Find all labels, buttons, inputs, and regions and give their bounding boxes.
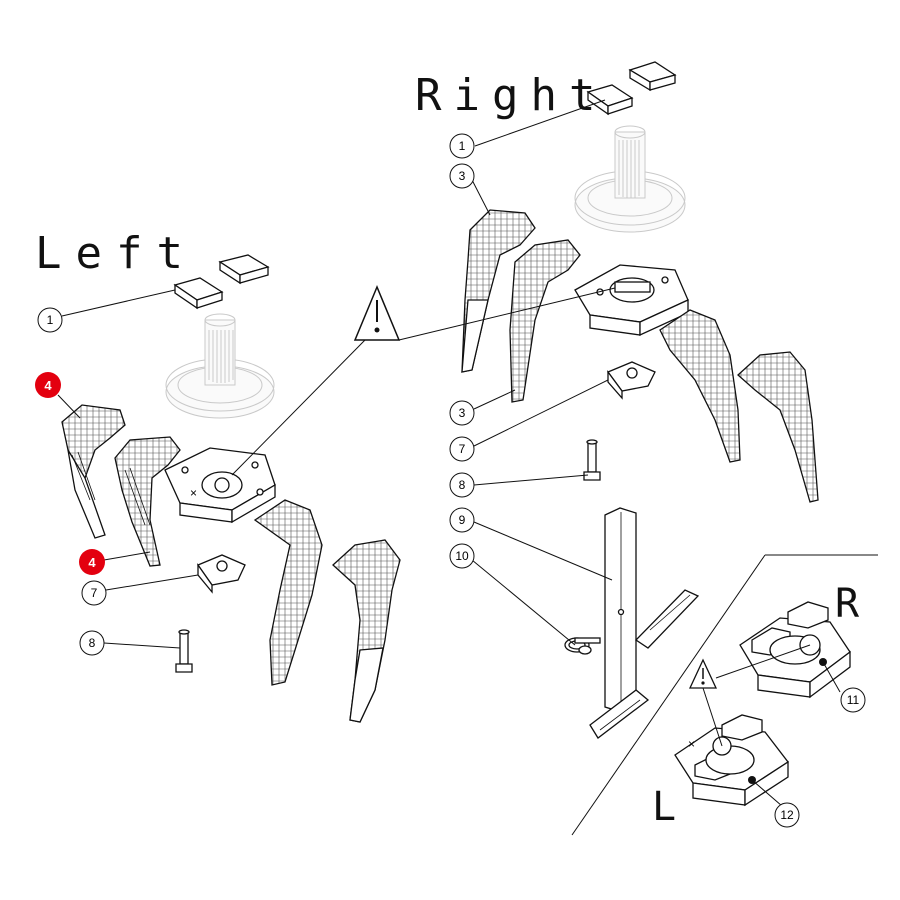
left-tine-4b: [114, 436, 181, 567]
left-side-label: Left: [35, 228, 197, 279]
right-side-label: Right: [415, 70, 607, 121]
svg-text:7: 7: [91, 586, 98, 600]
inset-left-plate-12: ×: [674, 714, 789, 807]
svg-text:12: 12: [780, 808, 794, 822]
callout-right-3a: 3: [449, 163, 475, 189]
pin-part-10: [564, 637, 601, 655]
left-tine-large-a: [253, 499, 323, 686]
svg-text:4: 4: [44, 378, 52, 393]
svg-text:8: 8: [89, 636, 96, 650]
svg-text:1: 1: [47, 313, 54, 327]
left-block-parts-1: [173, 254, 270, 310]
svg-text:9: 9: [459, 513, 466, 527]
callout-left-4b-highlight: 4: [79, 549, 105, 575]
svg-text:×: ×: [688, 737, 695, 751]
svg-text:3: 3: [459, 406, 466, 420]
right-tine-3b: [509, 239, 581, 403]
callout-left-4a-highlight: 4: [35, 372, 61, 398]
right-tine-3a: [461, 209, 536, 373]
svg-text:7: 7: [459, 442, 466, 456]
callout-left-8: 8: [79, 630, 105, 656]
callout-stand-9: 9: [449, 507, 475, 533]
inset-divider: [571, 554, 878, 836]
callout-left-1: 1: [37, 307, 63, 333]
svg-text:1: 1: [459, 139, 466, 153]
right-tine-large-b: [737, 351, 819, 503]
right-tine-large-a: [659, 309, 741, 463]
left-mount-plate: ×: [164, 447, 276, 524]
callout-right-1: 1: [449, 133, 475, 159]
inset-left-label: L: [652, 784, 676, 830]
right-shoe-part-7: [606, 361, 656, 400]
svg-text:×: ×: [190, 486, 197, 500]
left-ghost-rotor: [165, 313, 275, 419]
svg-text:4: 4: [88, 555, 96, 570]
svg-text:11: 11: [847, 693, 860, 707]
callout-left-7: 7: [81, 580, 107, 606]
inset-right-plate-11: [739, 601, 851, 699]
callout-inset-12: 12: [774, 802, 800, 828]
svg-text:3: 3: [459, 169, 466, 183]
warning-triangle-icon: [353, 285, 401, 341]
svg-text:10: 10: [455, 549, 469, 563]
stand-part-9: [589, 507, 700, 739]
right-ghost-rotor: [574, 125, 686, 233]
leader-lines: [57, 99, 841, 807]
callout-right-8: 8: [449, 472, 475, 498]
callout-pin-10: 10: [449, 543, 475, 569]
left-bolt-part-8: [175, 629, 193, 673]
callout-right-3b: 3: [449, 400, 475, 426]
inset-warning-triangle-icon: [688, 658, 718, 689]
callout-right-7: 7: [449, 436, 475, 462]
right-bolt-part-8: [583, 439, 601, 481]
callout-inset-11: 11: [840, 687, 866, 713]
left-shoe-part-7: [197, 554, 246, 594]
left-tine-large-b: [332, 539, 401, 723]
inset-right-label: R: [835, 581, 860, 627]
left-tine-4a: [61, 404, 126, 539]
svg-text:8: 8: [459, 478, 466, 492]
